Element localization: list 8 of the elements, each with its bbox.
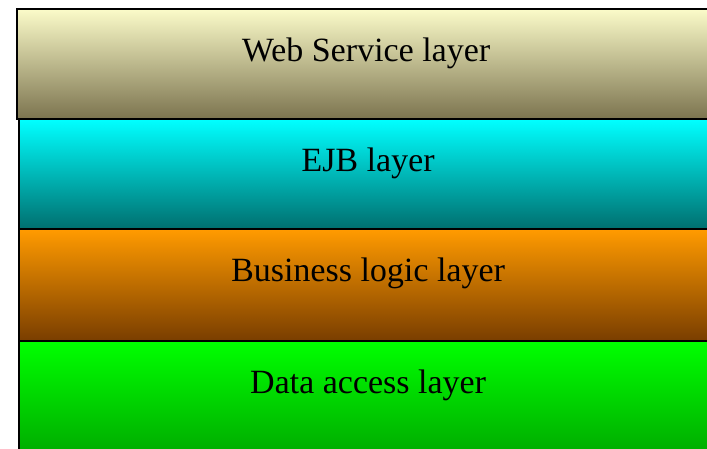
layer-band [18, 118, 707, 230]
layer-band [16, 8, 707, 120]
layer-label: Data access layer [250, 364, 486, 402]
layer-band [18, 228, 707, 342]
layer-label: Web Service layer [242, 32, 490, 70]
layer-label: EJB layer [301, 142, 435, 180]
layer-band [18, 340, 707, 449]
layer-label: Business logic layer [231, 252, 505, 290]
